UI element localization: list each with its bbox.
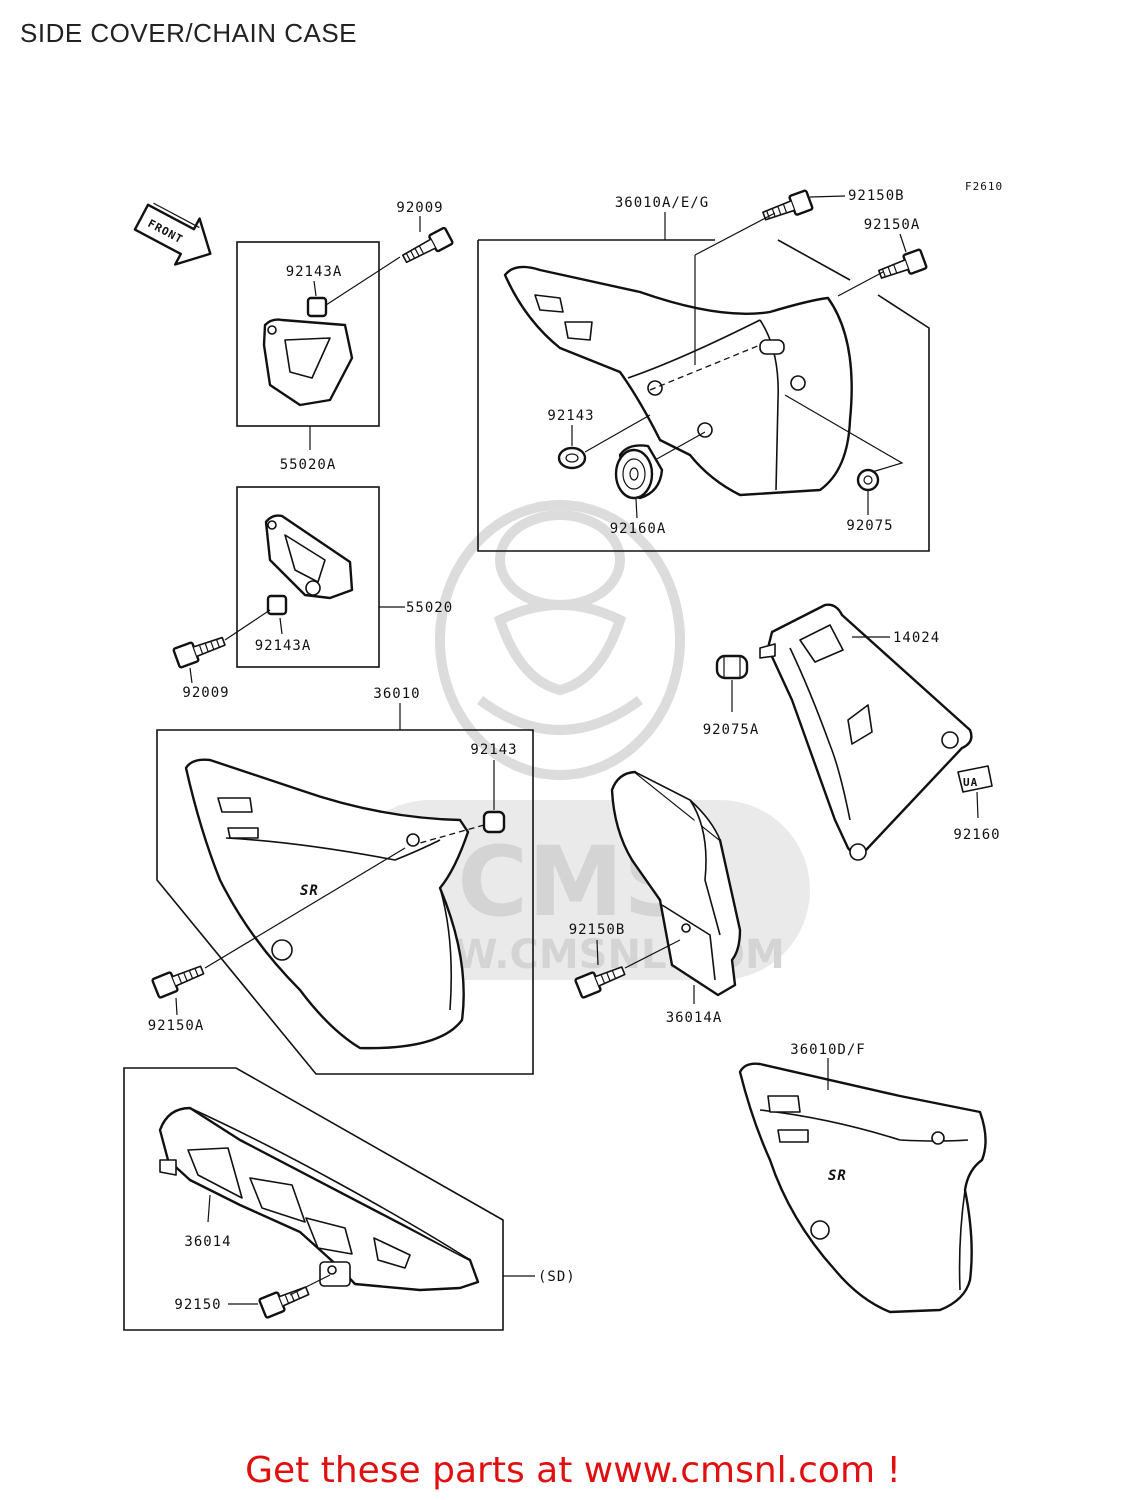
part-label-92150A-mid: 92150A [148, 1018, 205, 1034]
damper-92160A [614, 444, 664, 500]
part-label-92160: 92160 [953, 827, 1000, 843]
part-36014A-guard [574, 770, 742, 1004]
part-label-36014A: 36014A [666, 1010, 723, 1026]
part-label-36010AEG: 36010A/E/G [615, 195, 709, 211]
part-label-92150: 92150 [174, 1297, 221, 1313]
part-label-92143-top: 92143 [547, 408, 594, 424]
group-36010AEG [477, 189, 930, 552]
part-label-92143A-top: 92143A [286, 264, 343, 280]
group-36014 [123, 1067, 535, 1331]
label-92160-emblem: UA [963, 776, 978, 789]
page-title: SIDE COVER/CHAIN CASE [20, 18, 358, 48]
part-label-92075: 92075 [846, 518, 893, 534]
part-label-92150B-mid: 92150B [569, 922, 626, 938]
part-label-36014: 36014 [184, 1234, 231, 1250]
footer-cta-link[interactable]: Get these parts at www.cmsnl.com ! [245, 1450, 901, 1491]
part-label-36010: 36010 [373, 686, 420, 702]
part-label-92075A: 92075A [703, 722, 760, 738]
part-label-36010DF: 36010D/F [790, 1042, 865, 1058]
part-label-92150A-top: 92150A [864, 217, 921, 233]
figure-code: F2610 [965, 180, 1003, 193]
part-36010DF-cover: SR [738, 1058, 987, 1314]
part-label-92143A-bottom: 92143A [255, 638, 312, 654]
part-14024-bracket: UA [715, 603, 993, 861]
part-label-92009-bottom: 92009 [182, 685, 229, 701]
part-label-92160A: 92160A [610, 521, 667, 537]
part-label-92150B-top: 92150B [848, 188, 905, 204]
part-label-55020: 55020 [406, 600, 453, 616]
group-55020 [172, 486, 405, 669]
part-label-14024: 14024 [893, 630, 940, 646]
part-label-55020A: 55020A [280, 457, 337, 473]
sr-emblem-36010: SR [300, 883, 319, 899]
part-label-92143-mid: 92143 [470, 742, 517, 758]
part-label-92009-top: 92009 [396, 200, 443, 216]
sr-emblem-36010DF: SR [828, 1168, 847, 1184]
front-direction-arrow-icon: FRONT [133, 202, 212, 266]
group-36010: SR [151, 703, 534, 1075]
part-label-SD: (SD) [538, 1269, 576, 1285]
group-55020A [236, 226, 454, 450]
